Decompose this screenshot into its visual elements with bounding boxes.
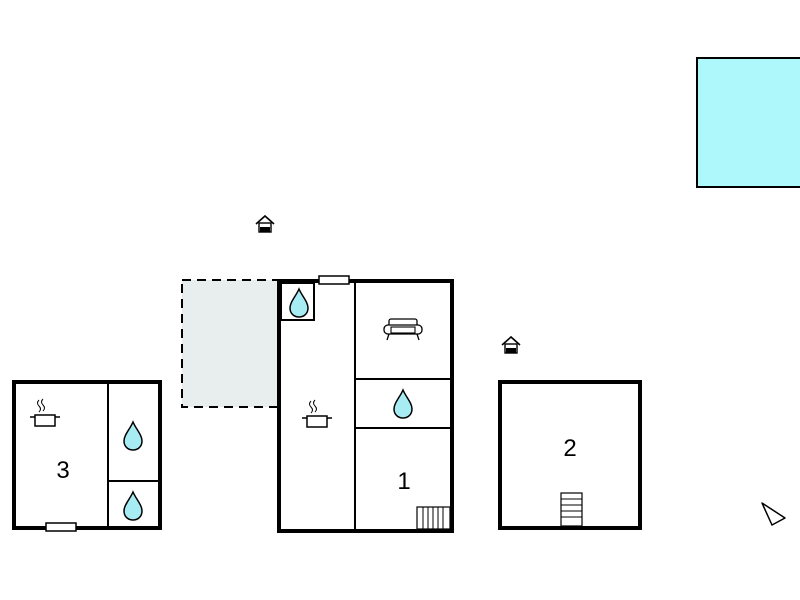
building-1: 1 xyxy=(277,275,454,533)
terrace xyxy=(181,279,280,408)
window xyxy=(318,275,350,285)
house-entrance-icon xyxy=(255,215,275,233)
house-entrance-icon xyxy=(501,336,521,354)
pool xyxy=(696,57,800,188)
stairs-icon xyxy=(416,506,451,530)
room-label: 1 xyxy=(397,468,410,495)
building-3: 3 xyxy=(12,380,162,532)
room-label: 2 xyxy=(563,435,576,462)
building-2: 2 xyxy=(498,380,642,530)
room-label: 3 xyxy=(56,457,69,484)
north-arrow-icon xyxy=(761,502,786,526)
stairs-icon xyxy=(560,492,583,527)
window xyxy=(45,522,77,532)
building-1-outline xyxy=(277,279,454,533)
